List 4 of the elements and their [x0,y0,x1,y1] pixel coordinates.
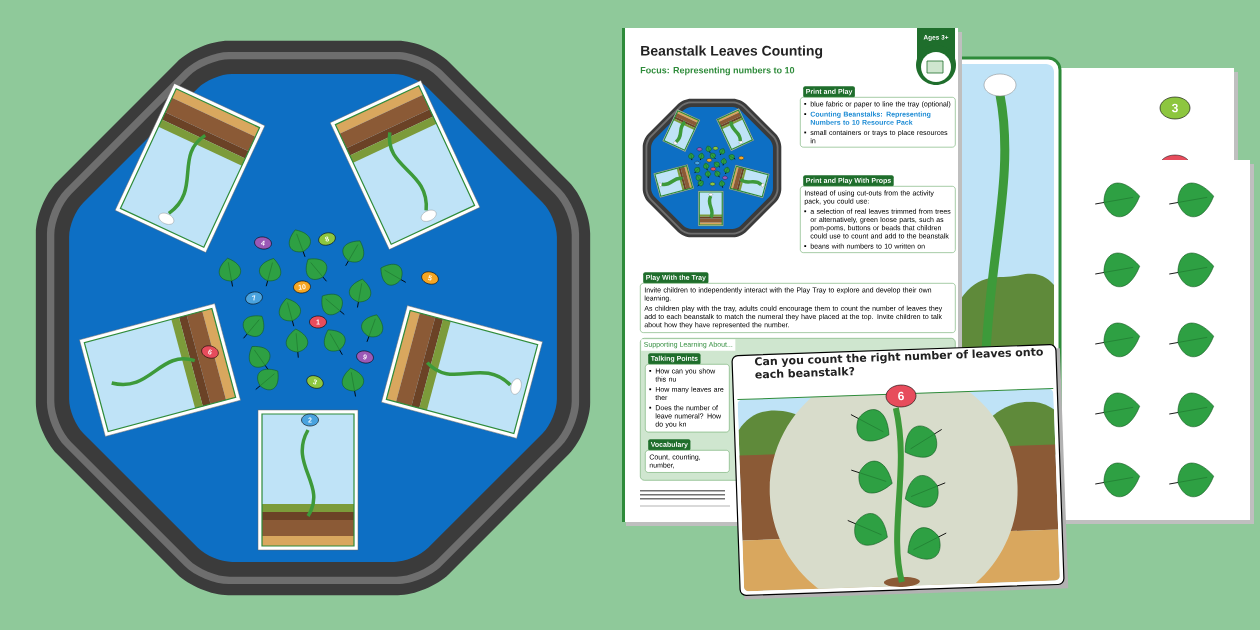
subtitle: Focus: Representing numbers to 10 [640,66,795,76]
number-bean: 3 [1159,96,1191,120]
worksheet-title: Beanstalk Leaves Counting [641,45,823,59]
number-bean: 6 [885,384,917,408]
